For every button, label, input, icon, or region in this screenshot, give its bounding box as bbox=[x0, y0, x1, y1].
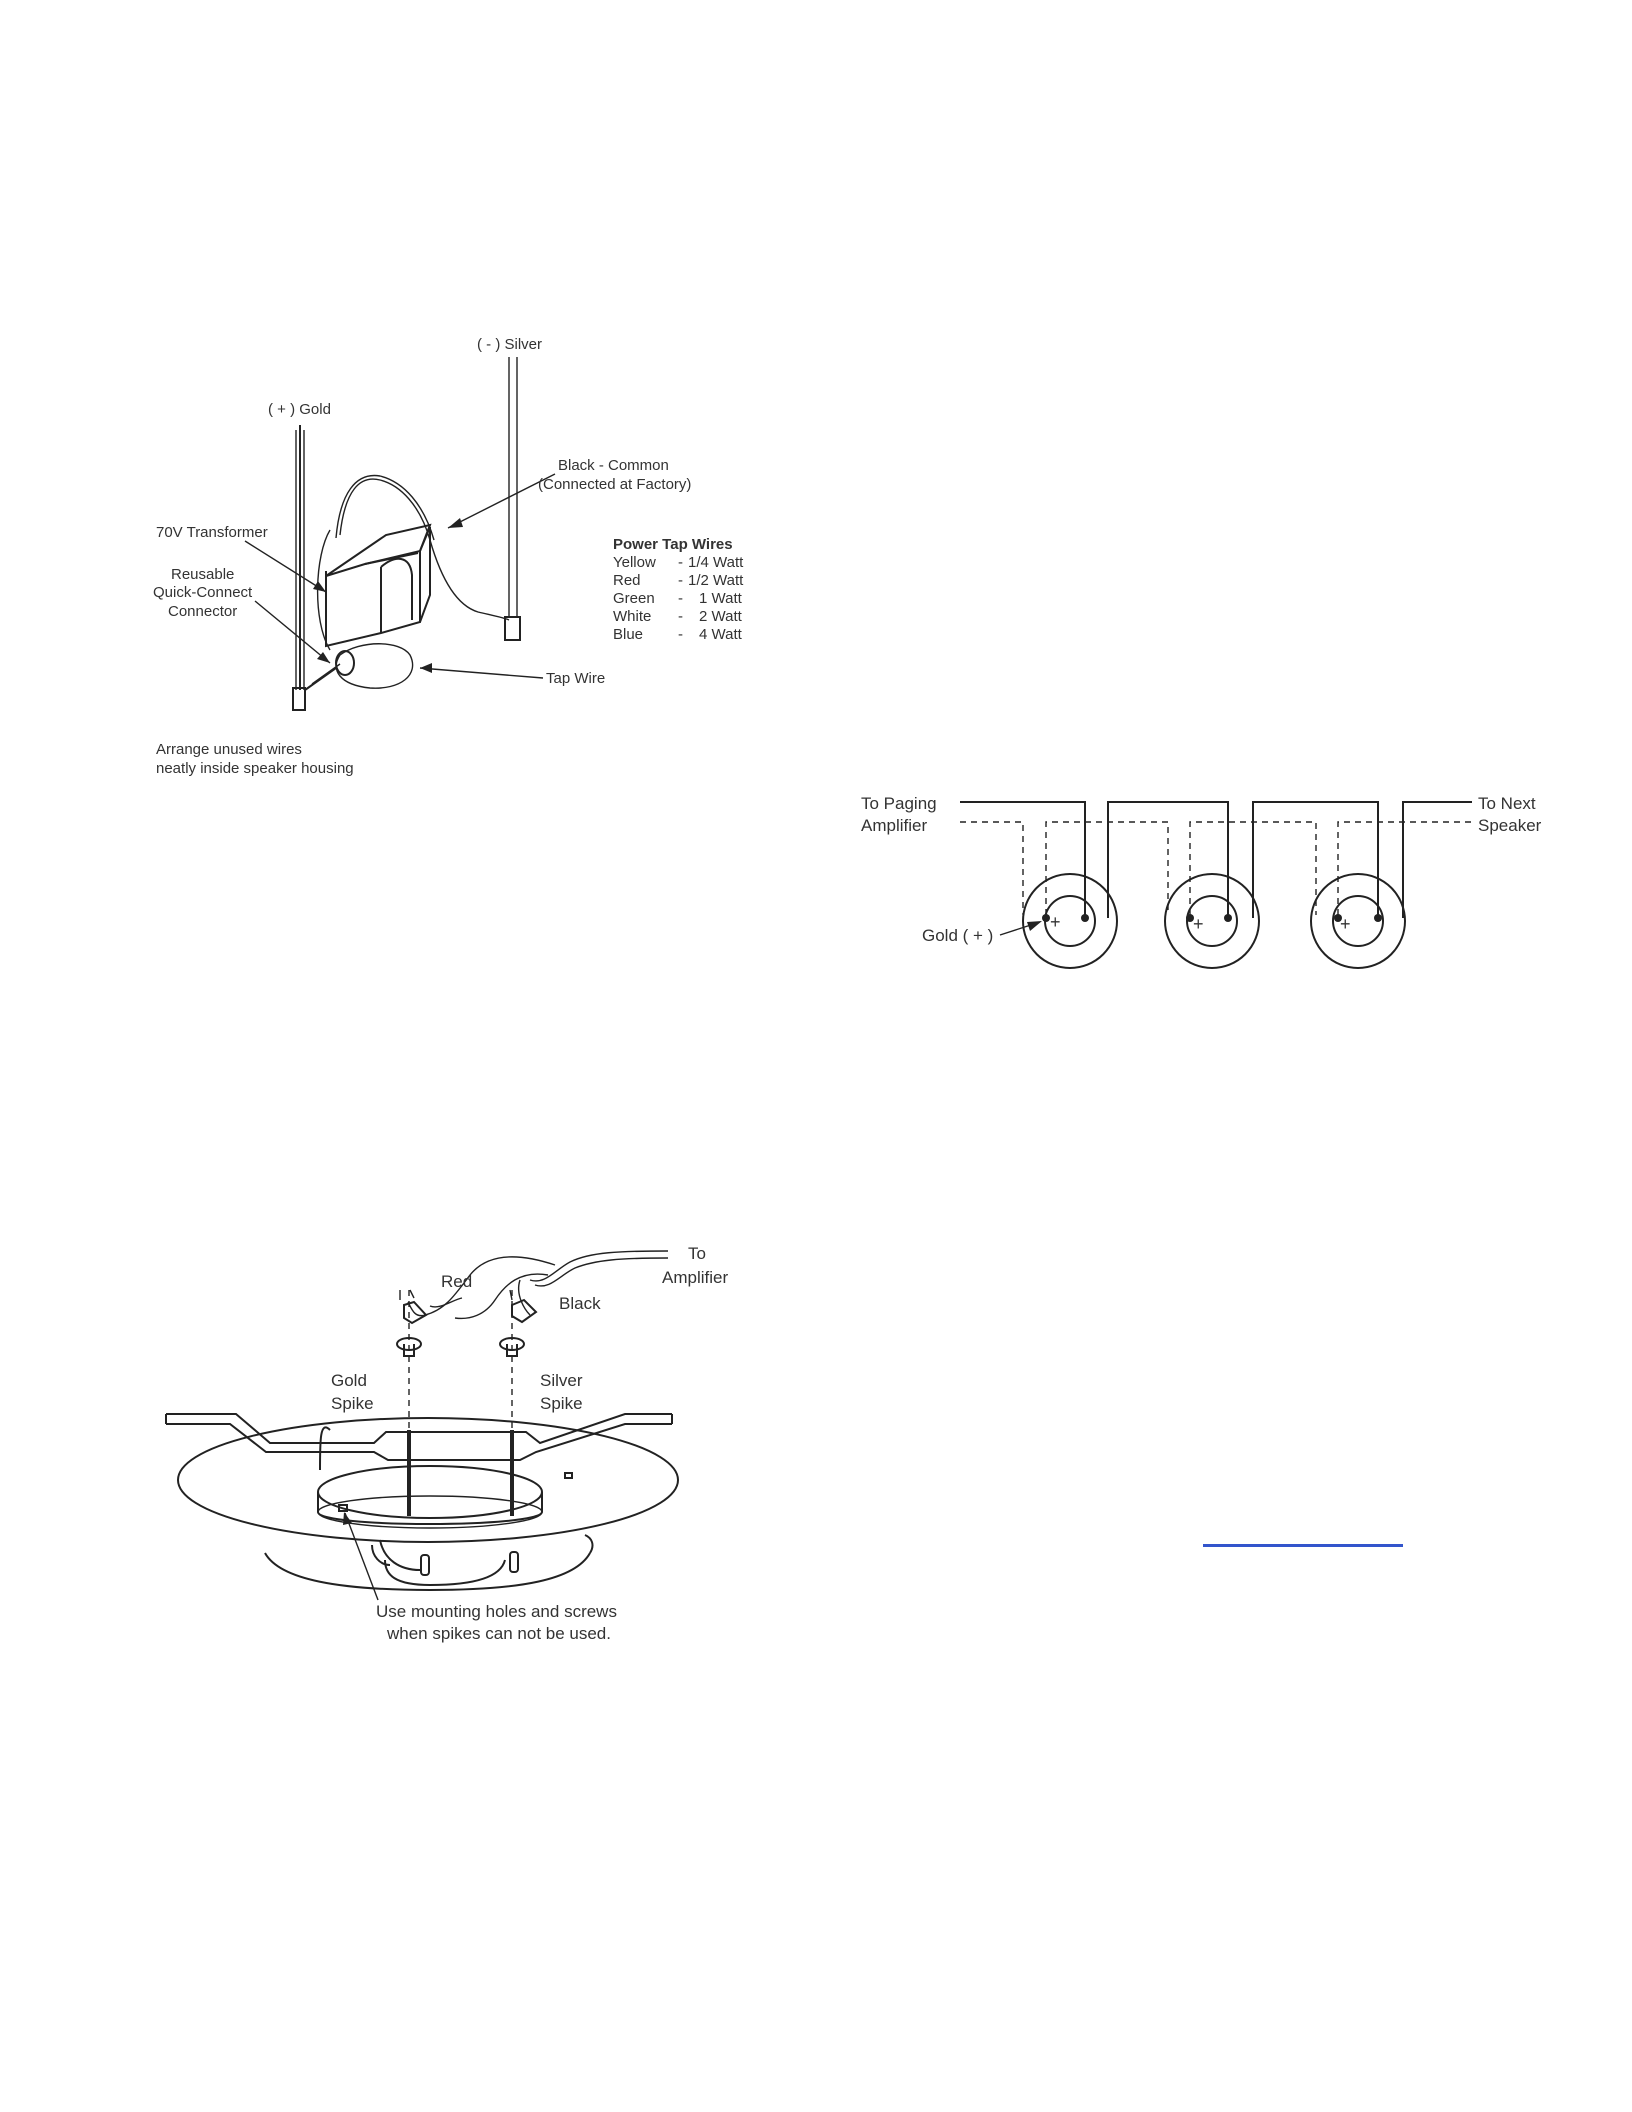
speaker-baffle bbox=[177, 1417, 679, 1543]
ceiling-tile bbox=[165, 1413, 673, 1461]
gold-nut bbox=[396, 1337, 422, 1357]
connector-label-3: Connector bbox=[168, 603, 237, 620]
black-wire bbox=[518, 1279, 531, 1316]
red-terminal-clip bbox=[399, 1289, 428, 1325]
positive-bus-wire bbox=[960, 801, 1472, 918]
red-wire bbox=[407, 1256, 556, 1317]
tap-color: Blue bbox=[613, 626, 643, 643]
gold-spike-label-1: Gold bbox=[331, 1371, 367, 1390]
tap-dash: - bbox=[678, 590, 683, 607]
tap-watt: 1/2 Watt bbox=[688, 572, 744, 589]
unused-wires-note-1: Arrange unused wires bbox=[156, 741, 302, 758]
plus-marker: + bbox=[1050, 912, 1061, 932]
silver-spike bbox=[510, 1430, 514, 1516]
gold-label: ( + ) Gold bbox=[268, 401, 331, 418]
red-wire-label: Red bbox=[441, 1272, 472, 1291]
mounting-hole bbox=[564, 1472, 573, 1479]
gold-spike-label-2: Spike bbox=[331, 1394, 374, 1413]
tap-dash: - bbox=[678, 554, 683, 571]
power-tap-title: Power Tap Wires bbox=[613, 536, 733, 553]
mounting-note-1: Use mounting holes and screws bbox=[376, 1602, 617, 1621]
tap-watt: 2 Watt bbox=[699, 608, 743, 625]
black-wire-label: Black bbox=[559, 1294, 601, 1313]
tap-watt: 4 Watt bbox=[699, 626, 743, 643]
silver-label: ( - ) Silver bbox=[477, 336, 542, 353]
black-common-note: (Connected at Factory) bbox=[538, 476, 691, 493]
silver-spike bbox=[508, 357, 518, 618]
power-tap-table: Power Tap Wires Yellow - 1/4 Watt Red - … bbox=[613, 536, 744, 643]
basket-post bbox=[420, 1554, 430, 1576]
black-common-label: Black - Common bbox=[558, 457, 669, 474]
to-next-speaker-label-1: To Next bbox=[1478, 794, 1536, 813]
gold-spike bbox=[407, 1430, 411, 1516]
unused-wires-note-2: neatly inside speaker housing bbox=[156, 760, 354, 777]
mounting-note-2: when spikes can not be used. bbox=[386, 1624, 611, 1643]
power-tap-row: Green - 1 Watt bbox=[613, 590, 743, 607]
power-tap-row: Red - 1/2 Watt bbox=[613, 572, 744, 589]
underlined-link[interactable] bbox=[1203, 1544, 1403, 1547]
to-amplifier-label-1: To bbox=[688, 1244, 706, 1263]
black-common-wire bbox=[339, 478, 510, 621]
mounting-diagram: To Amplifier Red Black Gold Spike Silver… bbox=[165, 1244, 728, 1643]
silver-nut bbox=[499, 1337, 525, 1357]
negative-bus-wire bbox=[960, 821, 1472, 915]
to-paging-amplifier-label-2: Amplifier bbox=[861, 816, 927, 835]
power-tap-row: Yellow - 1/4 Watt bbox=[613, 554, 744, 571]
quick-connect-connector bbox=[335, 650, 355, 676]
tap-dash: - bbox=[678, 572, 683, 589]
silver-spike-label-2: Spike bbox=[540, 1394, 583, 1413]
gold-plus-label: Gold ( + ) bbox=[922, 926, 993, 945]
amplifier-cable bbox=[529, 1250, 669, 1282]
plus-marker: + bbox=[1340, 914, 1351, 934]
gold-terminal bbox=[292, 687, 306, 711]
silver-spike-label-1: Silver bbox=[540, 1371, 583, 1390]
mounting-hole bbox=[338, 1504, 348, 1512]
black-common-arrow bbox=[447, 473, 556, 529]
speaker-basket bbox=[264, 1539, 591, 1592]
tap-wire bbox=[335, 643, 414, 689]
to-next-speaker-label-2: Speaker bbox=[1478, 816, 1542, 835]
power-tap-row: Blue - 4 Watt bbox=[613, 626, 743, 643]
tap-wire-arrow bbox=[419, 667, 544, 679]
tap-color: Red bbox=[613, 572, 641, 589]
speaker-2: + bbox=[1164, 873, 1260, 969]
speaker-magnet-top bbox=[317, 1465, 543, 1519]
transformer-diagram: ( - ) Silver ( + ) Gold Black - Common (… bbox=[153, 336, 744, 777]
silver-terminal bbox=[504, 616, 521, 641]
to-paging-amplifier-label-1: To Paging bbox=[861, 794, 937, 813]
plus-marker: + bbox=[1193, 914, 1204, 934]
connector-arrow bbox=[254, 600, 331, 664]
speaker-wiring-diagram: + + + To Paging Amplifier To Next Speake… bbox=[861, 794, 1542, 969]
tap-dash: - bbox=[678, 608, 683, 625]
transformer-arrow bbox=[244, 540, 327, 593]
basket-post bbox=[509, 1551, 519, 1573]
tap-color: Green bbox=[613, 590, 655, 607]
tap-wire-label: Tap Wire bbox=[546, 670, 605, 687]
to-amplifier-label-2: Amplifier bbox=[662, 1268, 728, 1287]
connector-label-2: Quick-Connect bbox=[153, 584, 253, 601]
speaker-3: + bbox=[1310, 873, 1406, 969]
connector-label-1: Reusable bbox=[171, 566, 234, 583]
tap-watt: 1/4 Watt bbox=[688, 554, 744, 571]
tap-color: Yellow bbox=[613, 554, 656, 571]
mounting-hole-arrow bbox=[344, 1512, 379, 1601]
speaker-1: + bbox=[1022, 873, 1118, 969]
power-tap-row: White - 2 Watt bbox=[613, 608, 743, 625]
tap-dash: - bbox=[678, 626, 683, 643]
tap-watt: 1 Watt bbox=[699, 590, 743, 607]
transformer bbox=[325, 523, 432, 648]
transformer-label: 70V Transformer bbox=[156, 524, 268, 541]
tap-color: White bbox=[613, 608, 651, 625]
